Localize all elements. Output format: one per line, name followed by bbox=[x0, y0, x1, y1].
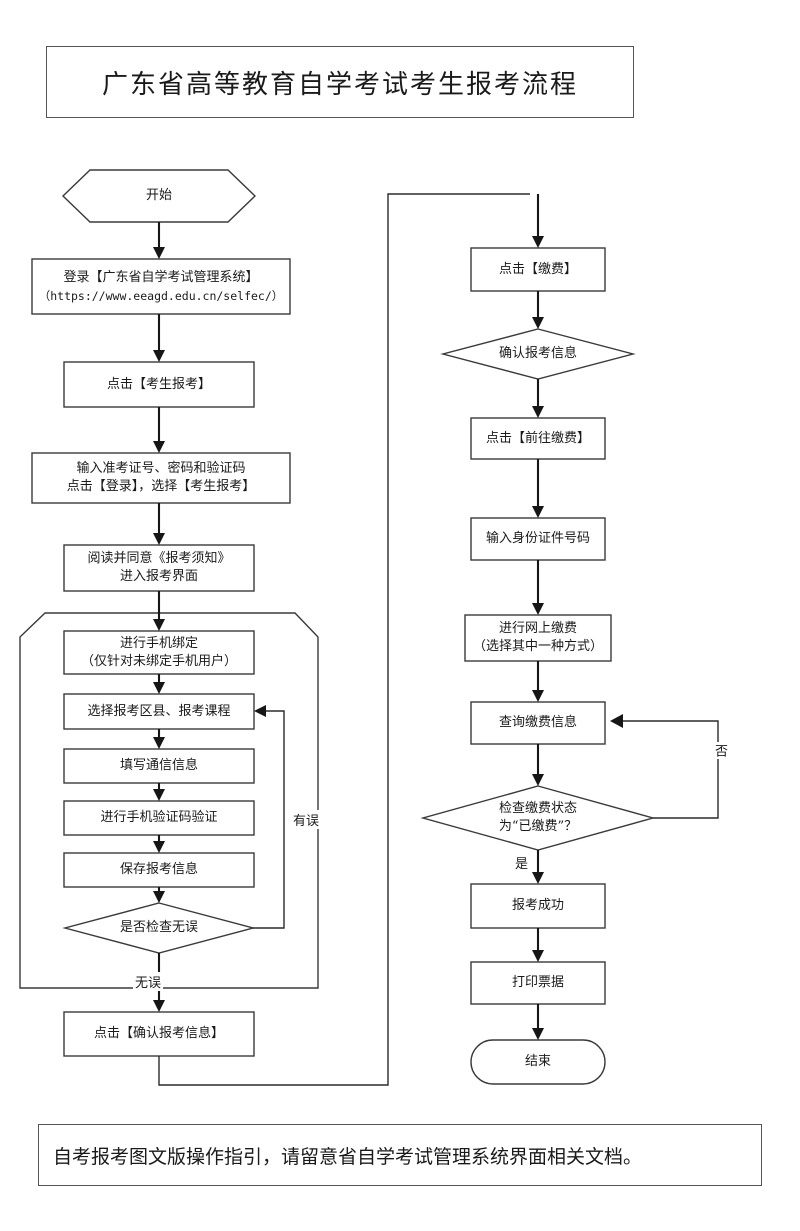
node-end-shape bbox=[470, 1039, 606, 1085]
node-click-pay-shape bbox=[470, 247, 606, 292]
connector-read-agree-to-bind-phone bbox=[153, 591, 165, 631]
connector-bind-phone-to-select-area bbox=[153, 674, 165, 694]
phone-binding-group-box bbox=[19, 612, 319, 989]
node-login-shape bbox=[31, 258, 291, 315]
connector-check-paid-no-loop bbox=[610, 714, 719, 819]
node-check-ok-shape bbox=[62, 902, 256, 954]
node-confirm-reg-shape bbox=[440, 328, 636, 380]
node-success-shape bbox=[470, 883, 606, 929]
connector-print-to-end bbox=[532, 1004, 544, 1040]
connector-check-ok-error-loop bbox=[253, 705, 285, 929]
edge-label-paid-no: 否 bbox=[710, 742, 729, 759]
node-online-pay-shape bbox=[464, 614, 612, 662]
connector-online-pay-to-query-pay bbox=[532, 661, 544, 702]
edge-label-paid-yes: 是 bbox=[513, 853, 531, 872]
connector-enter-id-to-online-pay bbox=[532, 560, 544, 615]
connector-start-to-login bbox=[153, 222, 165, 259]
node-enter-creds-shape bbox=[31, 452, 291, 504]
node-select-area-shape bbox=[63, 693, 255, 730]
connector-query-pay-to-check-paid bbox=[532, 744, 544, 786]
connector-goto-pay-to-enter-id bbox=[532, 459, 544, 518]
node-goto-pay-shape bbox=[470, 417, 606, 460]
connector-confirm-reg-to-goto-pay bbox=[532, 379, 544, 418]
footer-box: 自考报考图文版操作指引，请留意省自学考试管理系统界面相关文档。 bbox=[38, 1124, 762, 1186]
connector-save-info-to-check-ok bbox=[153, 887, 165, 903]
node-fill-contact-shape bbox=[63, 748, 255, 784]
connector-verify-sms-to-save-info bbox=[153, 835, 165, 853]
page-title: 广东省高等教育自学考试考生报考流程 bbox=[101, 69, 578, 100]
connector-select-area-to-fill-contact bbox=[153, 729, 165, 749]
footer-note: 自考报考图文版操作指引，请留意省自学考试管理系统界面相关文档。 bbox=[53, 1145, 643, 1168]
node-click-signup-shape bbox=[63, 361, 255, 408]
node-save-info-shape bbox=[63, 852, 255, 888]
connector-click-signup-to-enter-creds bbox=[153, 407, 165, 453]
connector-success-to-print bbox=[532, 928, 544, 962]
connector-enter-creds-to-read-agree bbox=[153, 503, 165, 545]
connector-login-to-click-signup bbox=[153, 314, 165, 362]
edge-label-no-error: 无误 bbox=[133, 972, 164, 991]
connector-click-pay-to-confirm-reg bbox=[532, 291, 544, 329]
connector-confirm-info-to-click-pay bbox=[158, 193, 544, 1086]
connector-fill-contact-to-verify-sms bbox=[153, 783, 165, 801]
node-verify-sms-shape bbox=[63, 800, 255, 836]
edge-label-error-loop: 有误 bbox=[291, 810, 322, 829]
title-box: 广东省高等教育自学考试考生报考流程 bbox=[46, 46, 634, 118]
node-start-shape bbox=[61, 169, 257, 223]
node-check-paid-shape bbox=[420, 785, 656, 851]
node-print-shape bbox=[470, 961, 606, 1005]
connector-check-paid-to-success bbox=[532, 850, 544, 884]
node-bind-phone-shape bbox=[63, 630, 255, 675]
node-confirm-info-shape bbox=[63, 1011, 255, 1057]
node-enter-id-shape bbox=[470, 517, 606, 561]
node-query-pay-shape bbox=[470, 701, 606, 745]
node-read-agree-shape bbox=[63, 544, 255, 592]
